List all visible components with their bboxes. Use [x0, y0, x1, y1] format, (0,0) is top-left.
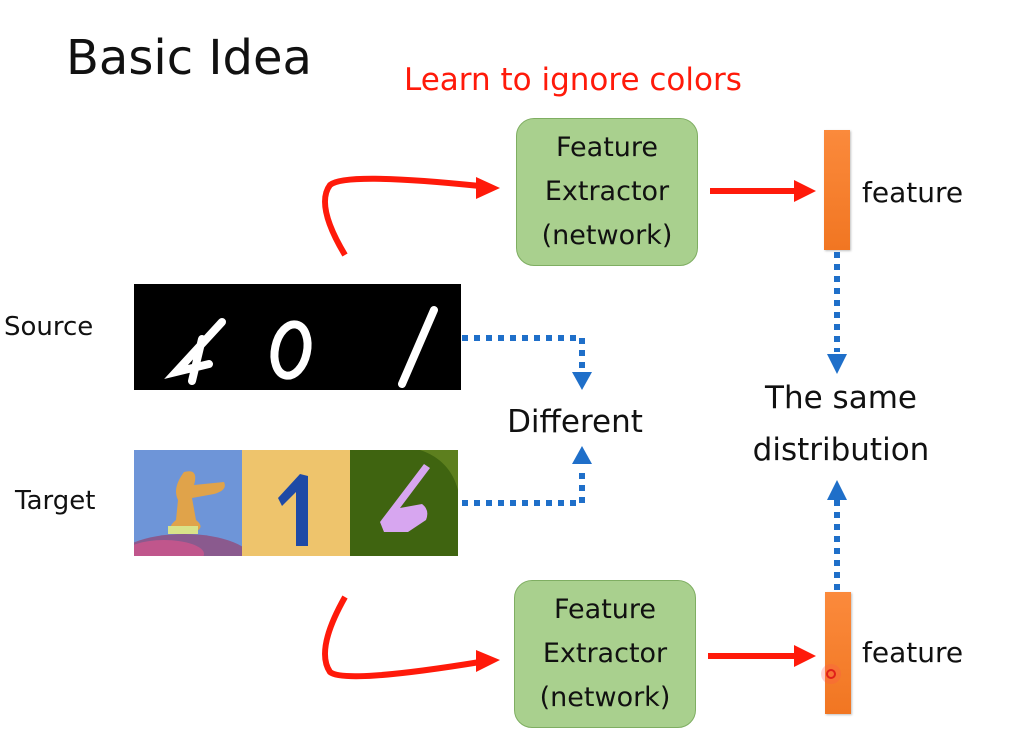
slide-title: Basic Idea [66, 30, 312, 86]
feature-label-top: feature [862, 176, 964, 209]
target-digit-1 [278, 474, 308, 546]
curved-arrow-top-head [476, 177, 500, 199]
same-arrowhead-down [827, 354, 847, 374]
feature-extractor-bottom: Feature Extractor (network) [514, 580, 696, 728]
feature-vector-bottom [825, 592, 851, 714]
slide-subtitle: Learn to ignore colors [404, 62, 742, 98]
target-image [134, 450, 461, 556]
target-digit-8-tile [134, 450, 242, 556]
extractor-line: (network) [541, 220, 673, 251]
target-digit-6 [380, 450, 458, 532]
feature-label-bottom: feature [862, 636, 964, 669]
different-arrowhead-down [572, 372, 592, 390]
curved-arrow-top [322, 175, 481, 257]
curved-arrow-bottom-head [476, 650, 500, 672]
feature-extractor-top: Feature Extractor (network) [516, 118, 698, 266]
same-arrowhead-up [827, 480, 847, 500]
source-image [134, 284, 461, 390]
extractor-line: Extractor [542, 638, 668, 669]
extractor-line: Extractor [544, 176, 670, 207]
digit-0 [270, 320, 312, 380]
digit-4 [164, 318, 226, 385]
same-distribution-label: The same distribution [726, 372, 956, 476]
extractor-line: Feature [555, 132, 659, 163]
pointer-highlight [821, 664, 841, 684]
target-to-different-dotted [462, 470, 585, 506]
extractor-line: (network) [539, 682, 671, 713]
extractor-line: Feature [553, 594, 657, 625]
extractor-to-feature-arrow-top-head [794, 180, 816, 202]
target-label: Target [15, 486, 96, 516]
digit-1 [398, 306, 438, 388]
source-to-different-dotted [462, 335, 585, 372]
different-arrowhead-up [572, 446, 592, 464]
curved-arrow-bottom [322, 595, 481, 680]
pointer-icon [826, 669, 836, 679]
extractor-to-feature-arrow-bottom-head [794, 645, 816, 667]
same-distribution-line: distribution [752, 432, 930, 468]
same-distribution-line: The same [765, 380, 917, 416]
feature-vector-top [824, 130, 850, 250]
target-digit-1-tile [242, 450, 350, 556]
target-digit-8 [134, 471, 242, 556]
source-digits-image [164, 306, 438, 388]
source-label: Source [4, 312, 94, 342]
different-label: Different [507, 404, 643, 440]
target-digit-6-tile [350, 450, 458, 556]
